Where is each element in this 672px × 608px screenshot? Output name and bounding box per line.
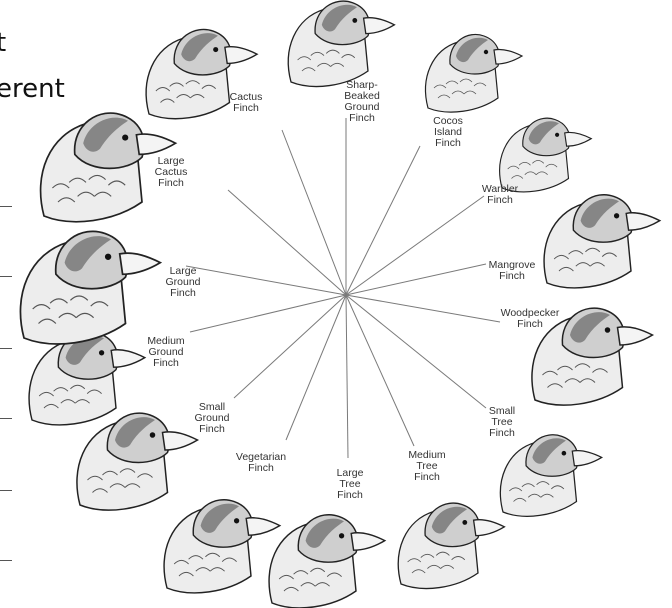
ray-vegetarian [286, 295, 346, 440]
bird-small-tree [500, 435, 601, 516]
ray-large-ground [186, 266, 346, 295]
ray-large-tree [346, 295, 348, 458]
bird-cocos-island [426, 34, 522, 112]
radial-lines [186, 118, 500, 458]
ray-small-tree [346, 295, 486, 408]
finch-illustrations [20, 1, 659, 608]
bird-warbler [500, 118, 592, 192]
bird-small-ground [77, 413, 198, 510]
bird-large-ground [20, 231, 160, 344]
ray-medium-ground [190, 295, 346, 332]
bird-sharp-beaked-ground [288, 1, 394, 86]
bird-large-tree [269, 515, 385, 608]
bird-vegetarian [164, 500, 280, 593]
ray-small-ground [234, 295, 346, 398]
ray-woodpecker [346, 295, 500, 322]
ray-cactus [282, 130, 346, 295]
bird-mangrove [544, 195, 660, 288]
bird-woodpecker [532, 308, 653, 405]
ray-large-cactus [228, 190, 346, 295]
ray-cocos-island [346, 146, 420, 295]
bird-medium-tree [398, 503, 504, 588]
ray-medium-tree [346, 295, 414, 446]
bird-medium-ground [29, 332, 145, 425]
